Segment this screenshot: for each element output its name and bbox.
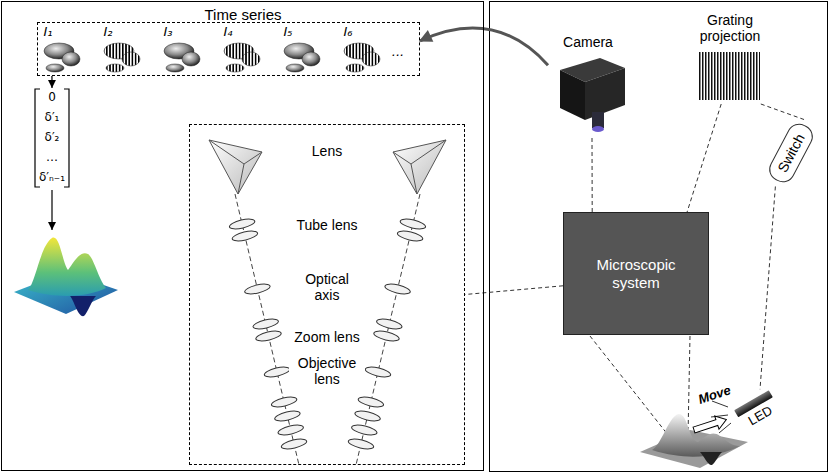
lens-element: [373, 329, 400, 343]
dashed-link: [761, 104, 804, 120]
prism-lens: [209, 140, 244, 194]
lens-element: [255, 329, 282, 343]
move-arrow: [692, 413, 729, 437]
frame-label: I₅: [283, 25, 292, 40]
lens-element: [274, 409, 301, 423]
camera-icon: [585, 68, 625, 120]
lens-element: [384, 282, 411, 296]
lens-element: [263, 365, 290, 379]
device-label: Microscopic system: [581, 256, 691, 291]
dashed-link: [592, 138, 593, 212]
camera-unit: Camera: [548, 34, 628, 138]
dashed-link: [687, 104, 721, 212]
device-label: Grating projection: [690, 12, 770, 44]
lens-element: [354, 409, 381, 423]
optics-label: Lens: [310, 143, 344, 159]
frame-label: I₁: [43, 25, 52, 40]
flow-arrow: [51, 76, 52, 88]
surface-plot: [28, 238, 106, 296]
imaging-cone: [590, 336, 672, 440]
right-panel-frame: [490, 2, 828, 472]
capture-arrow: [420, 28, 548, 65]
prism-lens: [209, 140, 262, 194]
prism-lens: [244, 152, 262, 164]
camera-icon: [592, 112, 604, 128]
led-light-ray: [711, 415, 728, 417]
frame-label: I₃: [163, 25, 172, 40]
lens-element: [397, 229, 424, 243]
sample-surface: [652, 414, 740, 457]
lens-element: [376, 317, 403, 331]
vector-entry: …: [46, 151, 58, 165]
phase-vector: 0 δ′₁ δ′₂ … δ′ₙ₋₁: [33, 88, 71, 188]
motion-label: Move: [697, 383, 733, 407]
vector-entry: δ′ₙ₋₁: [39, 171, 65, 185]
camera-icon: [592, 126, 604, 132]
lens-element: [244, 282, 271, 296]
lens-element: [231, 229, 258, 243]
intensity-image: [164, 43, 200, 72]
led-light-ray: [711, 401, 731, 433]
surface-plot: [14, 238, 118, 317]
intensity-image: [44, 43, 380, 72]
device-label: Switch: [774, 131, 808, 175]
intensity-image: [344, 43, 380, 72]
switch-box: Switch: [765, 120, 817, 187]
move-arrow: [692, 413, 729, 437]
panel-title: Time series: [205, 6, 282, 23]
optics-label: Tube lens: [295, 217, 360, 233]
vector-bracket: [35, 89, 69, 187]
flow-arrow: [51, 190, 52, 230]
prism-lens: [411, 140, 446, 194]
sample-surface: [700, 452, 722, 465]
optics-label: Objective lens: [289, 355, 365, 387]
lens-element: [364, 365, 391, 379]
surface-plot: [70, 296, 96, 316]
prism-lens: [209, 140, 446, 194]
camera-icon: [560, 70, 585, 120]
lens-element: [252, 317, 279, 331]
lens-element: [357, 395, 384, 409]
optics-label: Zoom lens: [292, 329, 361, 345]
device-label: Camera: [563, 34, 613, 50]
led-unit: LED: [732, 389, 787, 440]
prism-lens: [393, 152, 411, 164]
intensity-image: [224, 43, 260, 72]
vector-entry: 0: [48, 91, 56, 105]
image-series-box: I₁ I₂ I₃ I₄ I₅ I₆...: [37, 22, 420, 76]
lens-element: [271, 395, 298, 409]
optics-label: Optical axis: [295, 271, 359, 303]
intensity-image: [104, 43, 140, 72]
frame-label: I₄: [223, 25, 232, 40]
lens-element: [229, 217, 256, 231]
sample-surface: [640, 414, 748, 468]
vector-entry: δ′₁: [45, 111, 60, 125]
optical-path-box: LensTube lensOptical axisZoom lensObject…: [189, 124, 465, 465]
frame-label: I₆: [343, 25, 352, 40]
prism-lens: [393, 140, 446, 194]
lens-element: [277, 423, 304, 437]
grating-projector: Grating projection: [686, 12, 774, 104]
lens-element: [229, 217, 427, 451]
panel-frame: Time seriesI₁ I₂ I₃ I₄ I₅ I₆... 0 δ′₁ δ′₂ … δ′ₙ₋₁ L…: [1, 1, 484, 471]
intensity-image: [284, 43, 320, 72]
frame-label: I₂: [103, 25, 112, 40]
dashed-link: [465, 286, 563, 295]
lens-element: [351, 423, 378, 437]
grating-pattern: [698, 52, 760, 100]
intensity-image: [44, 43, 80, 72]
lens-element: [280, 437, 307, 451]
frame-label: ...: [392, 45, 404, 60]
camera-icon: [560, 58, 625, 132]
optical-axis-line: [235, 194, 420, 465]
lens-element: [347, 437, 374, 451]
vector-entry: δ′₂: [45, 131, 60, 145]
microscope-box: Microscopic system: [563, 212, 709, 335]
imaging-cone: [688, 336, 690, 436]
dashed-link: [760, 186, 775, 389]
lens-element: [399, 217, 426, 231]
